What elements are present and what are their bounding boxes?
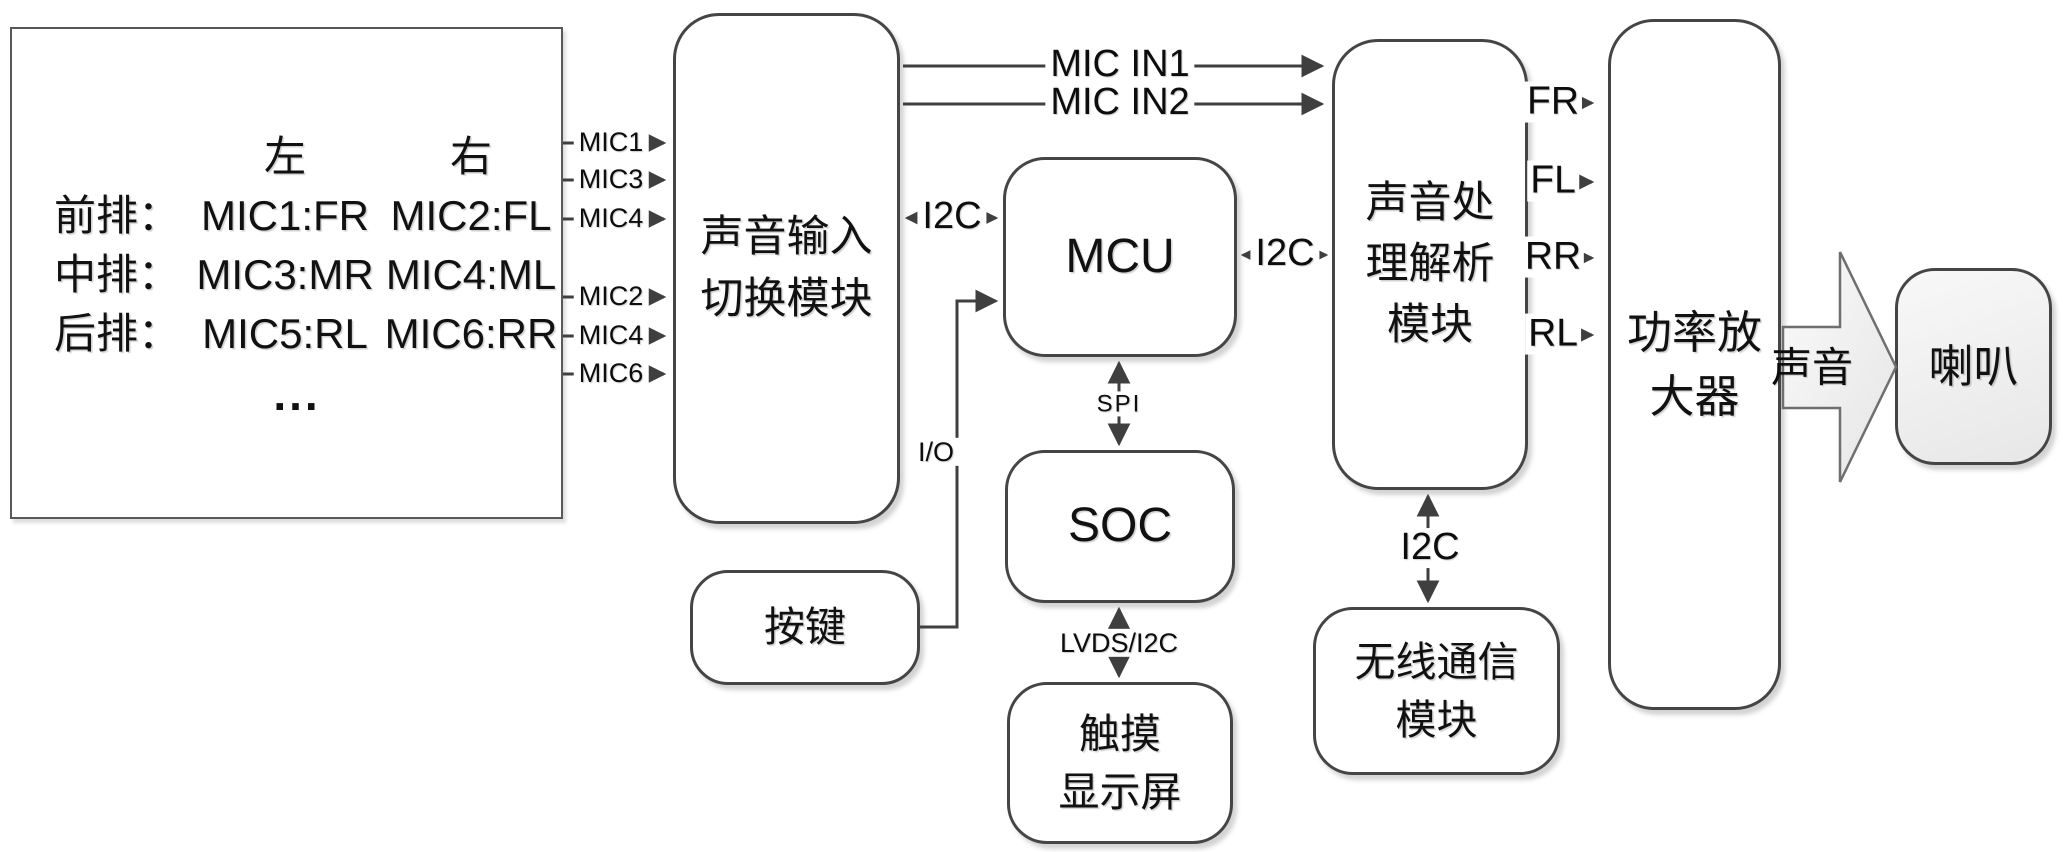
- block-label: 模块: [1395, 696, 1478, 744]
- sound-arrow-label: 声音: [1771, 343, 1853, 392]
- wire-label-rl: RL: [1525, 313, 1581, 355]
- mcu-block: MCU: [1003, 157, 1237, 357]
- wire-label-fr: FR: [1524, 81, 1582, 123]
- block-label: 模块: [1387, 300, 1473, 351]
- block-label: 理解析: [1365, 238, 1495, 289]
- power-amplifier-block: 功率放 大器: [1608, 19, 1781, 710]
- block-label: 切换模块: [700, 273, 873, 324]
- wire-label-i2c-left: I2C: [917, 196, 987, 237]
- mic-mapping-box: 左 右 前排： MIC1:FR MIC2:FL 中排： MIC3:MR MIC4…: [10, 27, 563, 519]
- wire-label-mic6: MIC6: [573, 358, 649, 387]
- wire-label-lvds-i2c: LVDS/I2C: [1054, 628, 1184, 657]
- row-label-middle: 中排：: [54, 250, 181, 299]
- mic-cell: MIC4:ML: [385, 251, 557, 298]
- wireless-module-block: 无线通信 模块: [1313, 607, 1560, 775]
- wire-label-rr: RR: [1521, 236, 1585, 278]
- block-label: 喇叭: [1928, 339, 2019, 393]
- block-label: 声音处: [1365, 177, 1495, 228]
- audio-processing-block: 声音处 理解析 模块: [1332, 39, 1528, 490]
- mic-cell: MIC5:RL: [202, 310, 368, 357]
- sound-block-arrow: [1781, 251, 1898, 483]
- mic-cell: MIC2:FL: [390, 192, 552, 239]
- wire-label-spi: SPI: [1091, 391, 1147, 417]
- wire-label-mic4b: MIC4: [573, 320, 649, 349]
- block-label: 无线通信: [1354, 637, 1519, 686]
- block-label: 显示屏: [1058, 768, 1182, 816]
- mic-cell: MIC3:MR: [196, 251, 374, 298]
- audio-input-switch-block: 声音输入 切换模块: [673, 13, 900, 524]
- mic-cell: MIC6:RR: [384, 310, 558, 357]
- wire-label-mic4: MIC4: [573, 203, 649, 232]
- wire-label-mic3: MIC3: [573, 164, 649, 193]
- block-label: MCU: [1065, 229, 1175, 283]
- column-header-right: 右: [449, 132, 492, 181]
- block-label: SOC: [1067, 499, 1172, 553]
- wire-label-i2c-right: I2C: [1250, 233, 1320, 274]
- block-label: 功率放: [1626, 305, 1762, 359]
- wire-label-io: I/O: [912, 437, 960, 466]
- wire-label-fl: FL: [1527, 160, 1579, 202]
- block-label: 触摸: [1079, 709, 1161, 758]
- mic-cell: MIC1:FR: [201, 192, 369, 239]
- block-label: 声音输入: [700, 212, 873, 263]
- row-label-front: 前排：: [54, 191, 181, 240]
- ellipsis: ...: [273, 368, 321, 420]
- block-label: 大器: [1649, 369, 1740, 423]
- wire-label-mic-in2: MIC IN2: [1045, 82, 1195, 123]
- key-button-block: 按键: [690, 570, 920, 685]
- wire-label-mic2: MIC2: [573, 281, 649, 310]
- speaker-block: 喇叭: [1895, 268, 2052, 465]
- column-header-left: 左: [263, 132, 306, 181]
- row-label-rear: 后排：: [54, 309, 181, 358]
- wire-label-mic-in1: MIC IN1: [1045, 44, 1195, 85]
- block-label: 按键: [764, 603, 846, 652]
- wire-label-mic1: MIC1: [573, 127, 649, 156]
- wire-label-i2c-down: I2C: [1395, 527, 1465, 568]
- mic-mapping-table: 左 右 前排： MIC1:FR MIC2:FL 中排： MIC3:MR MIC4…: [40, 132, 564, 358]
- soc-block: SOC: [1005, 450, 1235, 603]
- touch-display-block: 触摸 显示屏: [1007, 682, 1233, 844]
